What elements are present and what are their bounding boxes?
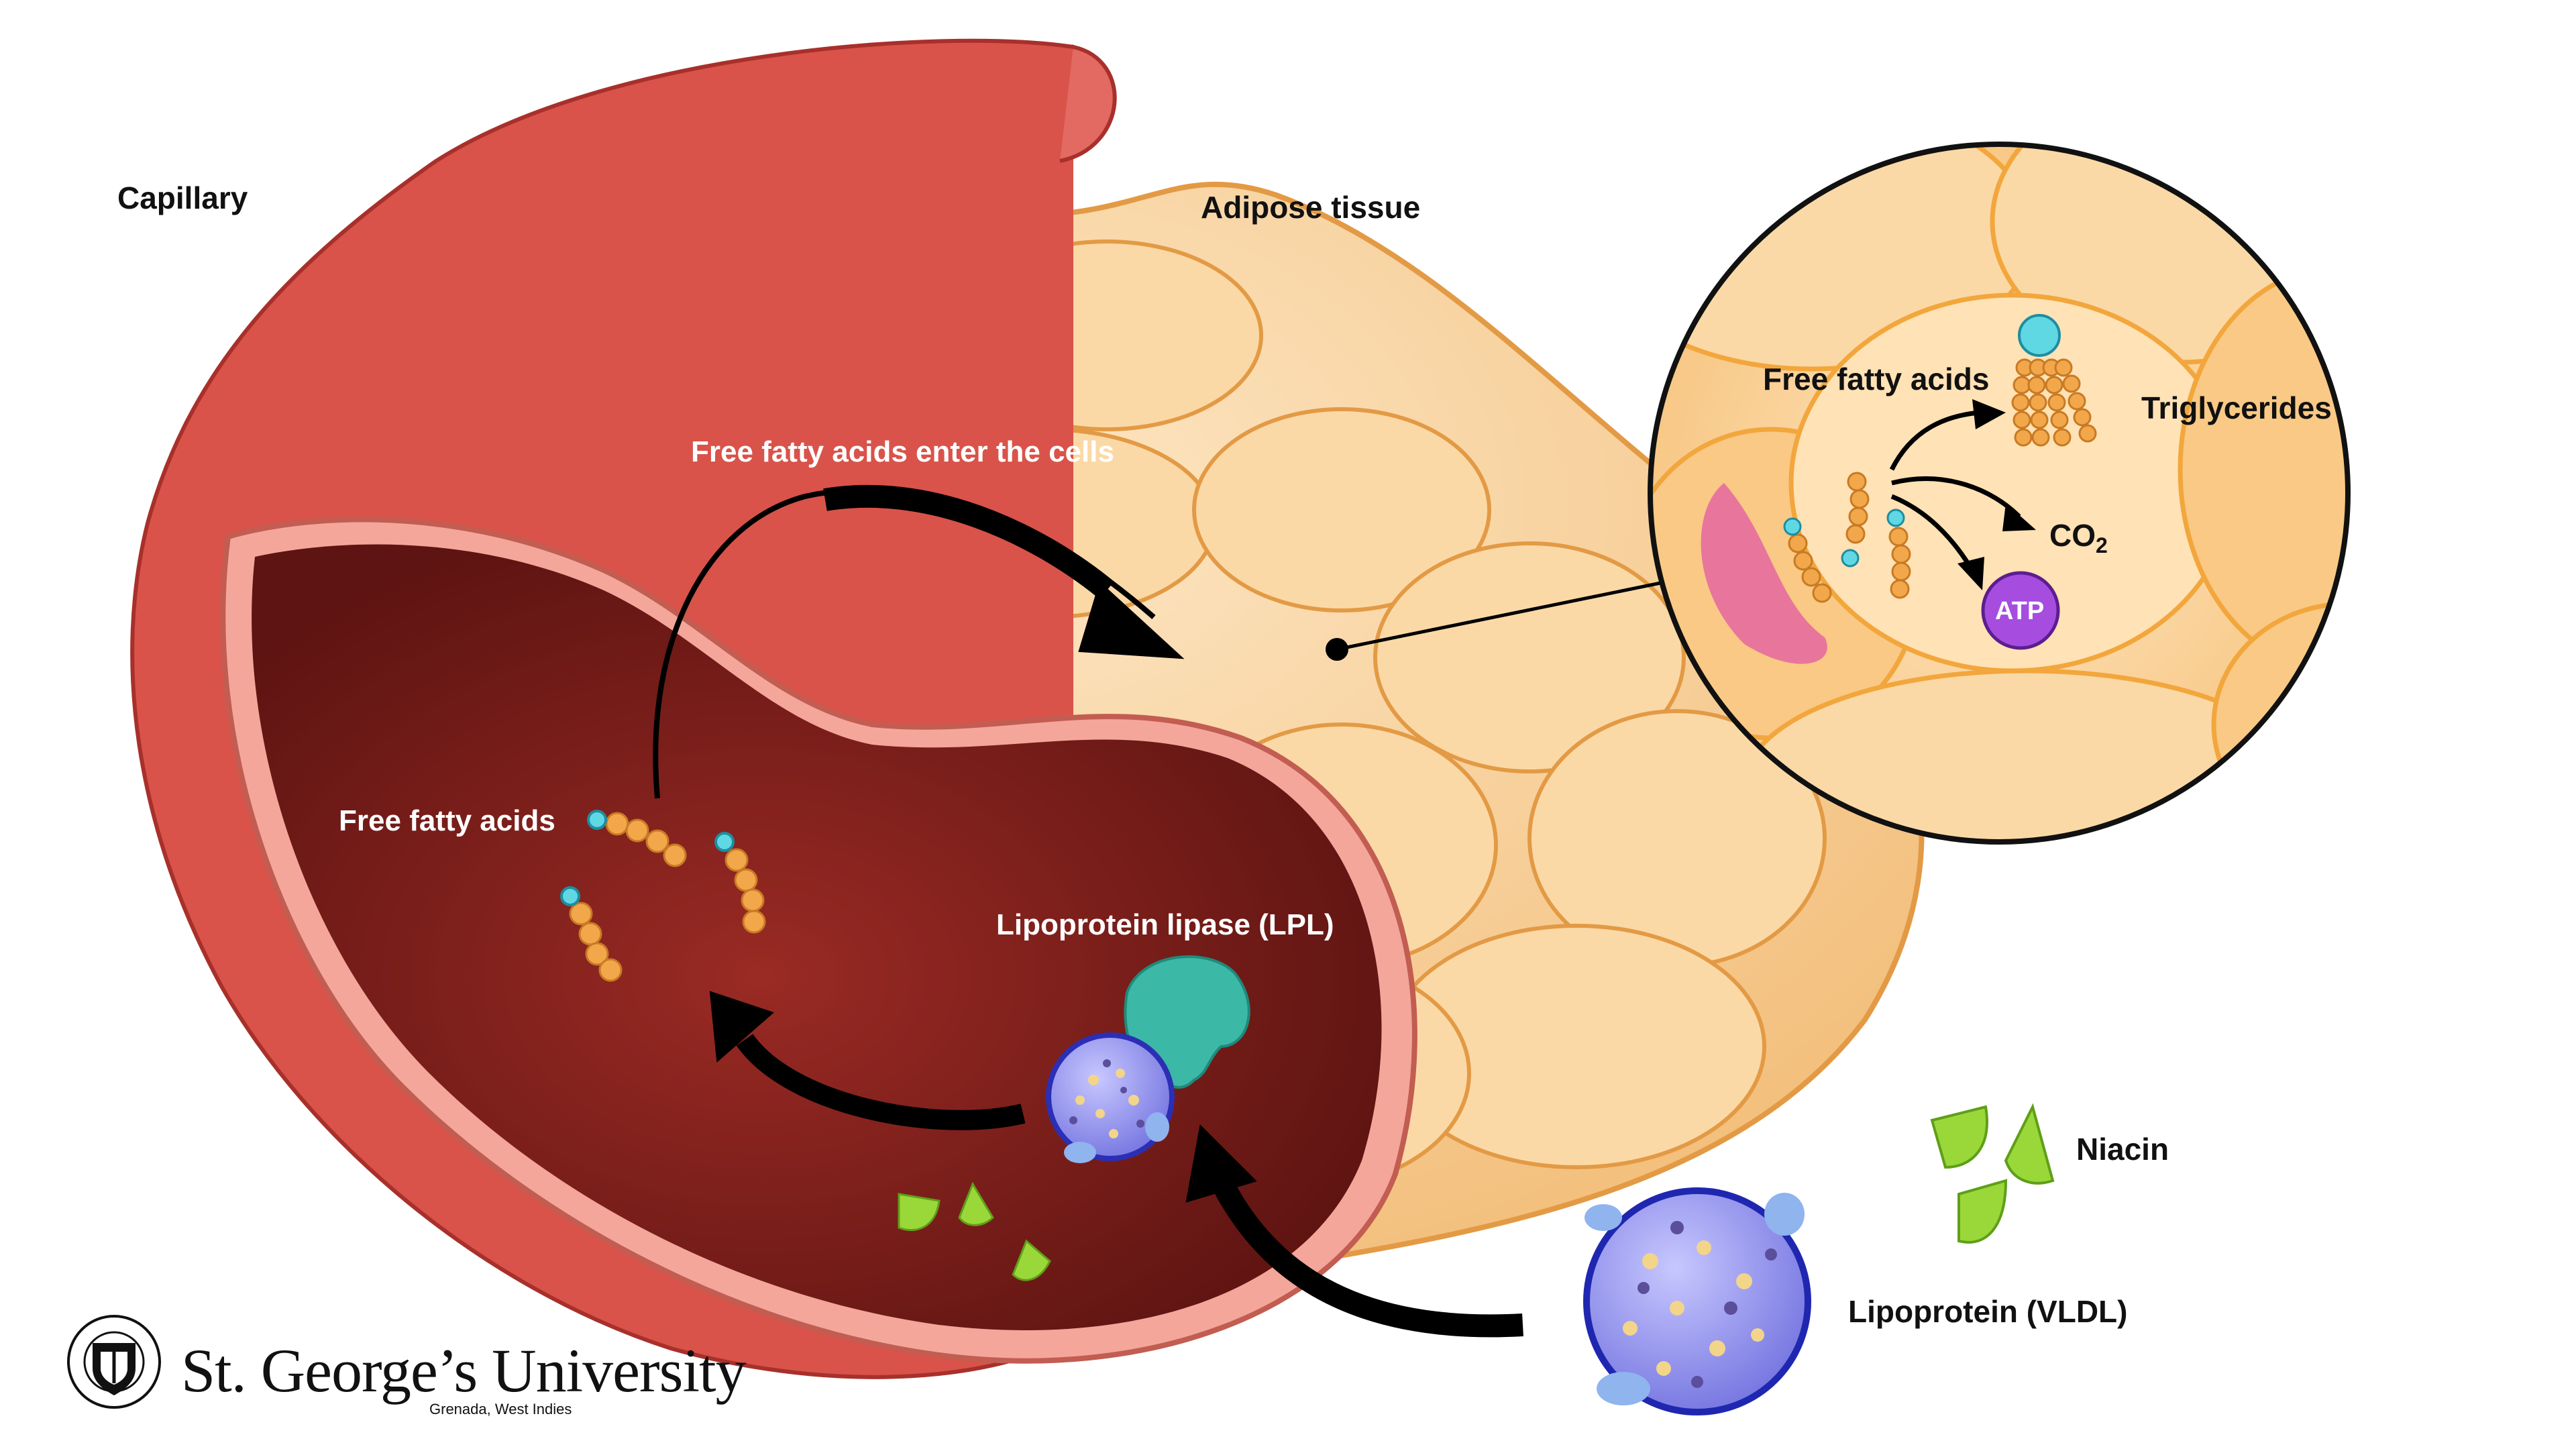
inset-ffa-label: Free fatty acids <box>1763 362 1990 396</box>
arrow-lpl-to-ffa <box>736 1034 1026 1130</box>
inset-triglycerides-label: Triglycerides <box>2141 390 2332 425</box>
arrow-vldl-enter <box>1210 1175 1523 1338</box>
capillary-label: Capillary <box>117 180 248 215</box>
lipoprotein-in-vessel <box>1046 1032 1175 1163</box>
sgu-logo-location: Grenada, West Indies <box>429 1401 572 1417</box>
vldl-lipoprotein <box>1583 1187 1811 1415</box>
niacin-label: Niacin <box>2076 1132 2169 1167</box>
co2-subscript: 2 <box>2096 533 2108 558</box>
ffa-chain-1 <box>605 812 687 867</box>
ffa-head-3 <box>560 886 580 906</box>
sgu-seal-logo <box>67 1315 161 1409</box>
vldl-label: Lipoprotein (VLDL) <box>1848 1294 2128 1329</box>
inset-co2-label: CO2 <box>2049 520 2108 556</box>
co2-text: CO <box>2049 518 2096 553</box>
ffa-head-1 <box>587 810 607 830</box>
ffa-lumen-label: Free fatty acids <box>339 804 555 837</box>
ffa-enter-cells-label: Free fatty acids enter the cells <box>691 435 1114 468</box>
atp-label: ATP <box>1995 597 2045 625</box>
arrows <box>653 484 1523 1338</box>
triglyceride-molecule <box>2011 314 2097 447</box>
free-fatty-acid-chains <box>560 810 766 982</box>
niacin-fragments <box>1930 1103 2055 1244</box>
lpl-label: Lipoprotein lipase (LPL) <box>996 908 1334 941</box>
ffa-head-2 <box>714 832 735 852</box>
niacin-in-vessel <box>898 1181 1051 1281</box>
inset-fatty-acids <box>1783 472 1911 603</box>
sgu-logo-name: St. George’s University <box>181 1336 747 1405</box>
ffa-chain-2 <box>724 848 766 934</box>
adipose-tissue-label: Adipose tissue <box>1201 190 1421 225</box>
inset-pointer <box>1326 578 1674 661</box>
atp-molecule <box>1981 571 2060 650</box>
ffa-chain-3 <box>569 902 623 982</box>
